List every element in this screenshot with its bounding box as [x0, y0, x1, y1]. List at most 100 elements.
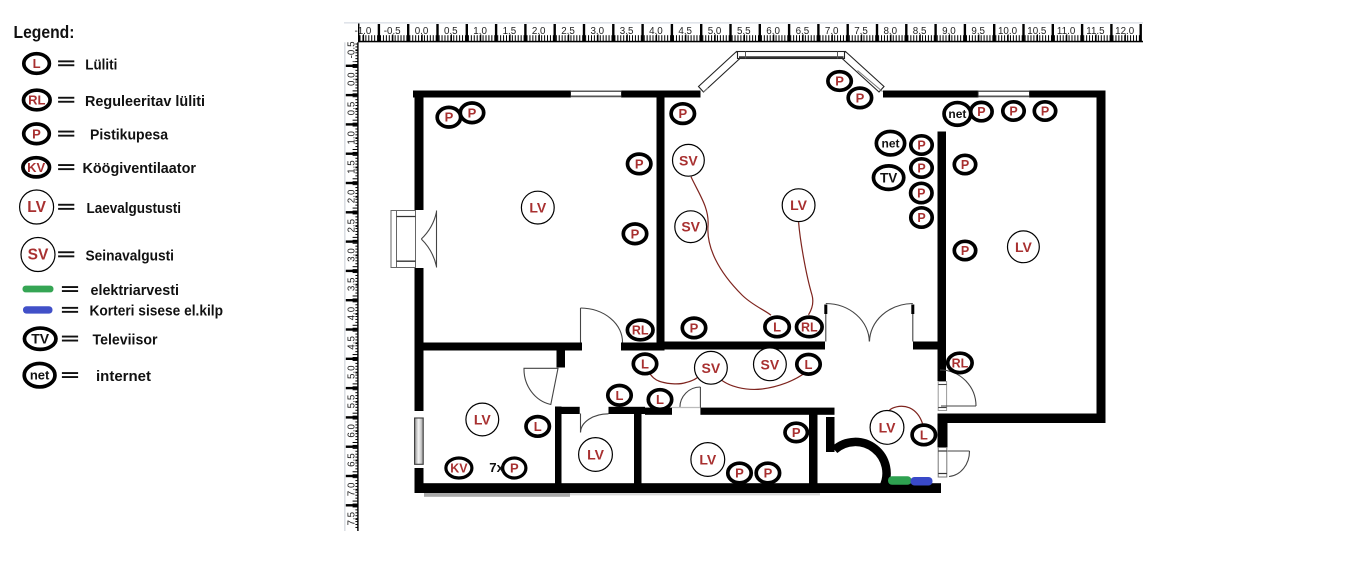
svg-text:7.5: 7.5	[346, 511, 357, 525]
svg-text:P: P	[678, 106, 687, 121]
svg-text:6.5: 6.5	[796, 26, 810, 37]
svg-text:P: P	[856, 90, 865, 105]
svg-text:Lüliti: Lüliti	[85, 56, 117, 73]
svg-text:P: P	[961, 158, 969, 172]
svg-text:LV: LV	[790, 197, 808, 213]
svg-text:internet: internet	[96, 368, 151, 385]
svg-text:KV: KV	[450, 462, 468, 476]
svg-text:net: net	[882, 137, 900, 151]
svg-text:P: P	[764, 466, 773, 481]
svg-text:Legend:: Legend:	[14, 22, 75, 42]
svg-text:Televiisor: Televiisor	[93, 331, 158, 348]
svg-text:5.0: 5.0	[346, 365, 357, 379]
svg-text:P: P	[635, 156, 644, 171]
svg-text:10.0: 10.0	[998, 26, 1018, 37]
svg-text:LV: LV	[699, 452, 717, 468]
svg-text:6.0: 6.0	[766, 26, 780, 37]
svg-text:5.5: 5.5	[346, 394, 357, 408]
svg-text:SV: SV	[761, 356, 780, 372]
svg-text:SV: SV	[702, 360, 721, 376]
svg-text:6.5: 6.5	[346, 453, 357, 467]
svg-text:5.0: 5.0	[708, 26, 722, 37]
svg-text:P: P	[917, 139, 925, 153]
svg-text:P: P	[468, 105, 477, 120]
svg-text:4.0: 4.0	[346, 306, 357, 320]
svg-text:P: P	[792, 425, 801, 440]
svg-text:LV: LV	[529, 200, 547, 216]
svg-text:elektriarvesti: elektriarvesti	[91, 282, 180, 299]
svg-text:P: P	[690, 320, 699, 335]
svg-text:7x: 7x	[489, 460, 504, 475]
svg-text:Laevalgustusti: Laevalgustusti	[87, 200, 182, 217]
svg-text:LV: LV	[1015, 239, 1033, 255]
svg-text:L: L	[534, 419, 542, 434]
svg-text:2.5: 2.5	[561, 26, 575, 37]
svg-text:P: P	[917, 187, 925, 201]
svg-text:2.0: 2.0	[532, 26, 546, 37]
svg-text:0.5: 0.5	[346, 101, 357, 115]
svg-text:5.5: 5.5	[737, 26, 751, 37]
svg-text:-0.5: -0.5	[384, 26, 401, 37]
svg-text:1.0: 1.0	[473, 26, 487, 37]
svg-text:2.5: 2.5	[346, 218, 357, 232]
svg-text:P: P	[917, 211, 925, 225]
svg-text:8.5: 8.5	[913, 26, 927, 37]
svg-text:3.0: 3.0	[590, 26, 604, 37]
svg-text:P: P	[961, 244, 969, 258]
svg-text:P: P	[735, 466, 744, 481]
svg-text:L: L	[616, 388, 624, 403]
svg-text:1.5: 1.5	[503, 26, 517, 37]
svg-text:4.0: 4.0	[649, 26, 663, 37]
svg-text:P: P	[835, 74, 844, 89]
svg-text:3.0: 3.0	[346, 248, 357, 262]
svg-text:KV: KV	[27, 160, 45, 175]
svg-text:Köögiventilaator: Köögiventilaator	[83, 160, 197, 177]
svg-text:3.5: 3.5	[620, 26, 634, 37]
svg-text:1.5: 1.5	[346, 160, 357, 174]
svg-text:P: P	[917, 162, 925, 176]
svg-text:4.5: 4.5	[678, 26, 692, 37]
svg-text:8.0: 8.0	[883, 26, 897, 37]
svg-text:-1.0: -1.0	[354, 26, 371, 37]
svg-text:7.0: 7.0	[825, 26, 839, 37]
svg-text:4.5: 4.5	[346, 336, 357, 350]
svg-text:11.0: 11.0	[1057, 26, 1076, 37]
svg-text:LV: LV	[587, 447, 605, 463]
svg-text:9.0: 9.0	[942, 26, 956, 37]
svg-text:L: L	[805, 357, 813, 372]
svg-text:P: P	[32, 126, 41, 141]
svg-text:Reguleeritav lüliti: Reguleeritav lüliti	[85, 93, 205, 110]
svg-text:7.5: 7.5	[854, 26, 868, 37]
svg-text:Pistikupesa: Pistikupesa	[90, 127, 169, 144]
svg-text:SV: SV	[681, 219, 700, 235]
svg-text:6.0: 6.0	[346, 423, 357, 437]
svg-text:TV: TV	[31, 331, 50, 347]
svg-text:10.5: 10.5	[1027, 26, 1047, 37]
svg-text:0.0: 0.0	[415, 26, 429, 37]
svg-text:TV: TV	[880, 170, 897, 185]
svg-text:L: L	[656, 392, 664, 407]
svg-text:L: L	[33, 56, 41, 71]
svg-text:-0.5: -0.5	[346, 41, 357, 58]
svg-text:2.0: 2.0	[346, 189, 357, 203]
svg-text:P: P	[631, 226, 640, 241]
svg-text:0.5: 0.5	[444, 26, 458, 37]
svg-text:SV: SV	[679, 152, 698, 168]
svg-text:net: net	[948, 107, 966, 121]
svg-text:L: L	[641, 356, 649, 371]
svg-text:SV: SV	[28, 247, 49, 264]
svg-text:L: L	[773, 319, 781, 334]
svg-text:RL: RL	[952, 356, 969, 370]
svg-text:RL: RL	[632, 324, 649, 338]
svg-text:P: P	[510, 461, 519, 476]
svg-text:7.0: 7.0	[346, 482, 357, 496]
svg-text:Seinavalgusti: Seinavalgusti	[86, 247, 175, 264]
svg-text:3.5: 3.5	[346, 277, 357, 291]
svg-text:12.0: 12.0	[1115, 26, 1135, 37]
svg-text:P: P	[977, 105, 985, 119]
svg-text:P: P	[445, 110, 454, 125]
svg-text:LV: LV	[27, 199, 46, 216]
svg-text:11.5: 11.5	[1086, 26, 1105, 37]
svg-text:net: net	[30, 368, 50, 383]
svg-text:Korteri sisese el.kilp: Korteri sisese el.kilp	[90, 303, 224, 320]
